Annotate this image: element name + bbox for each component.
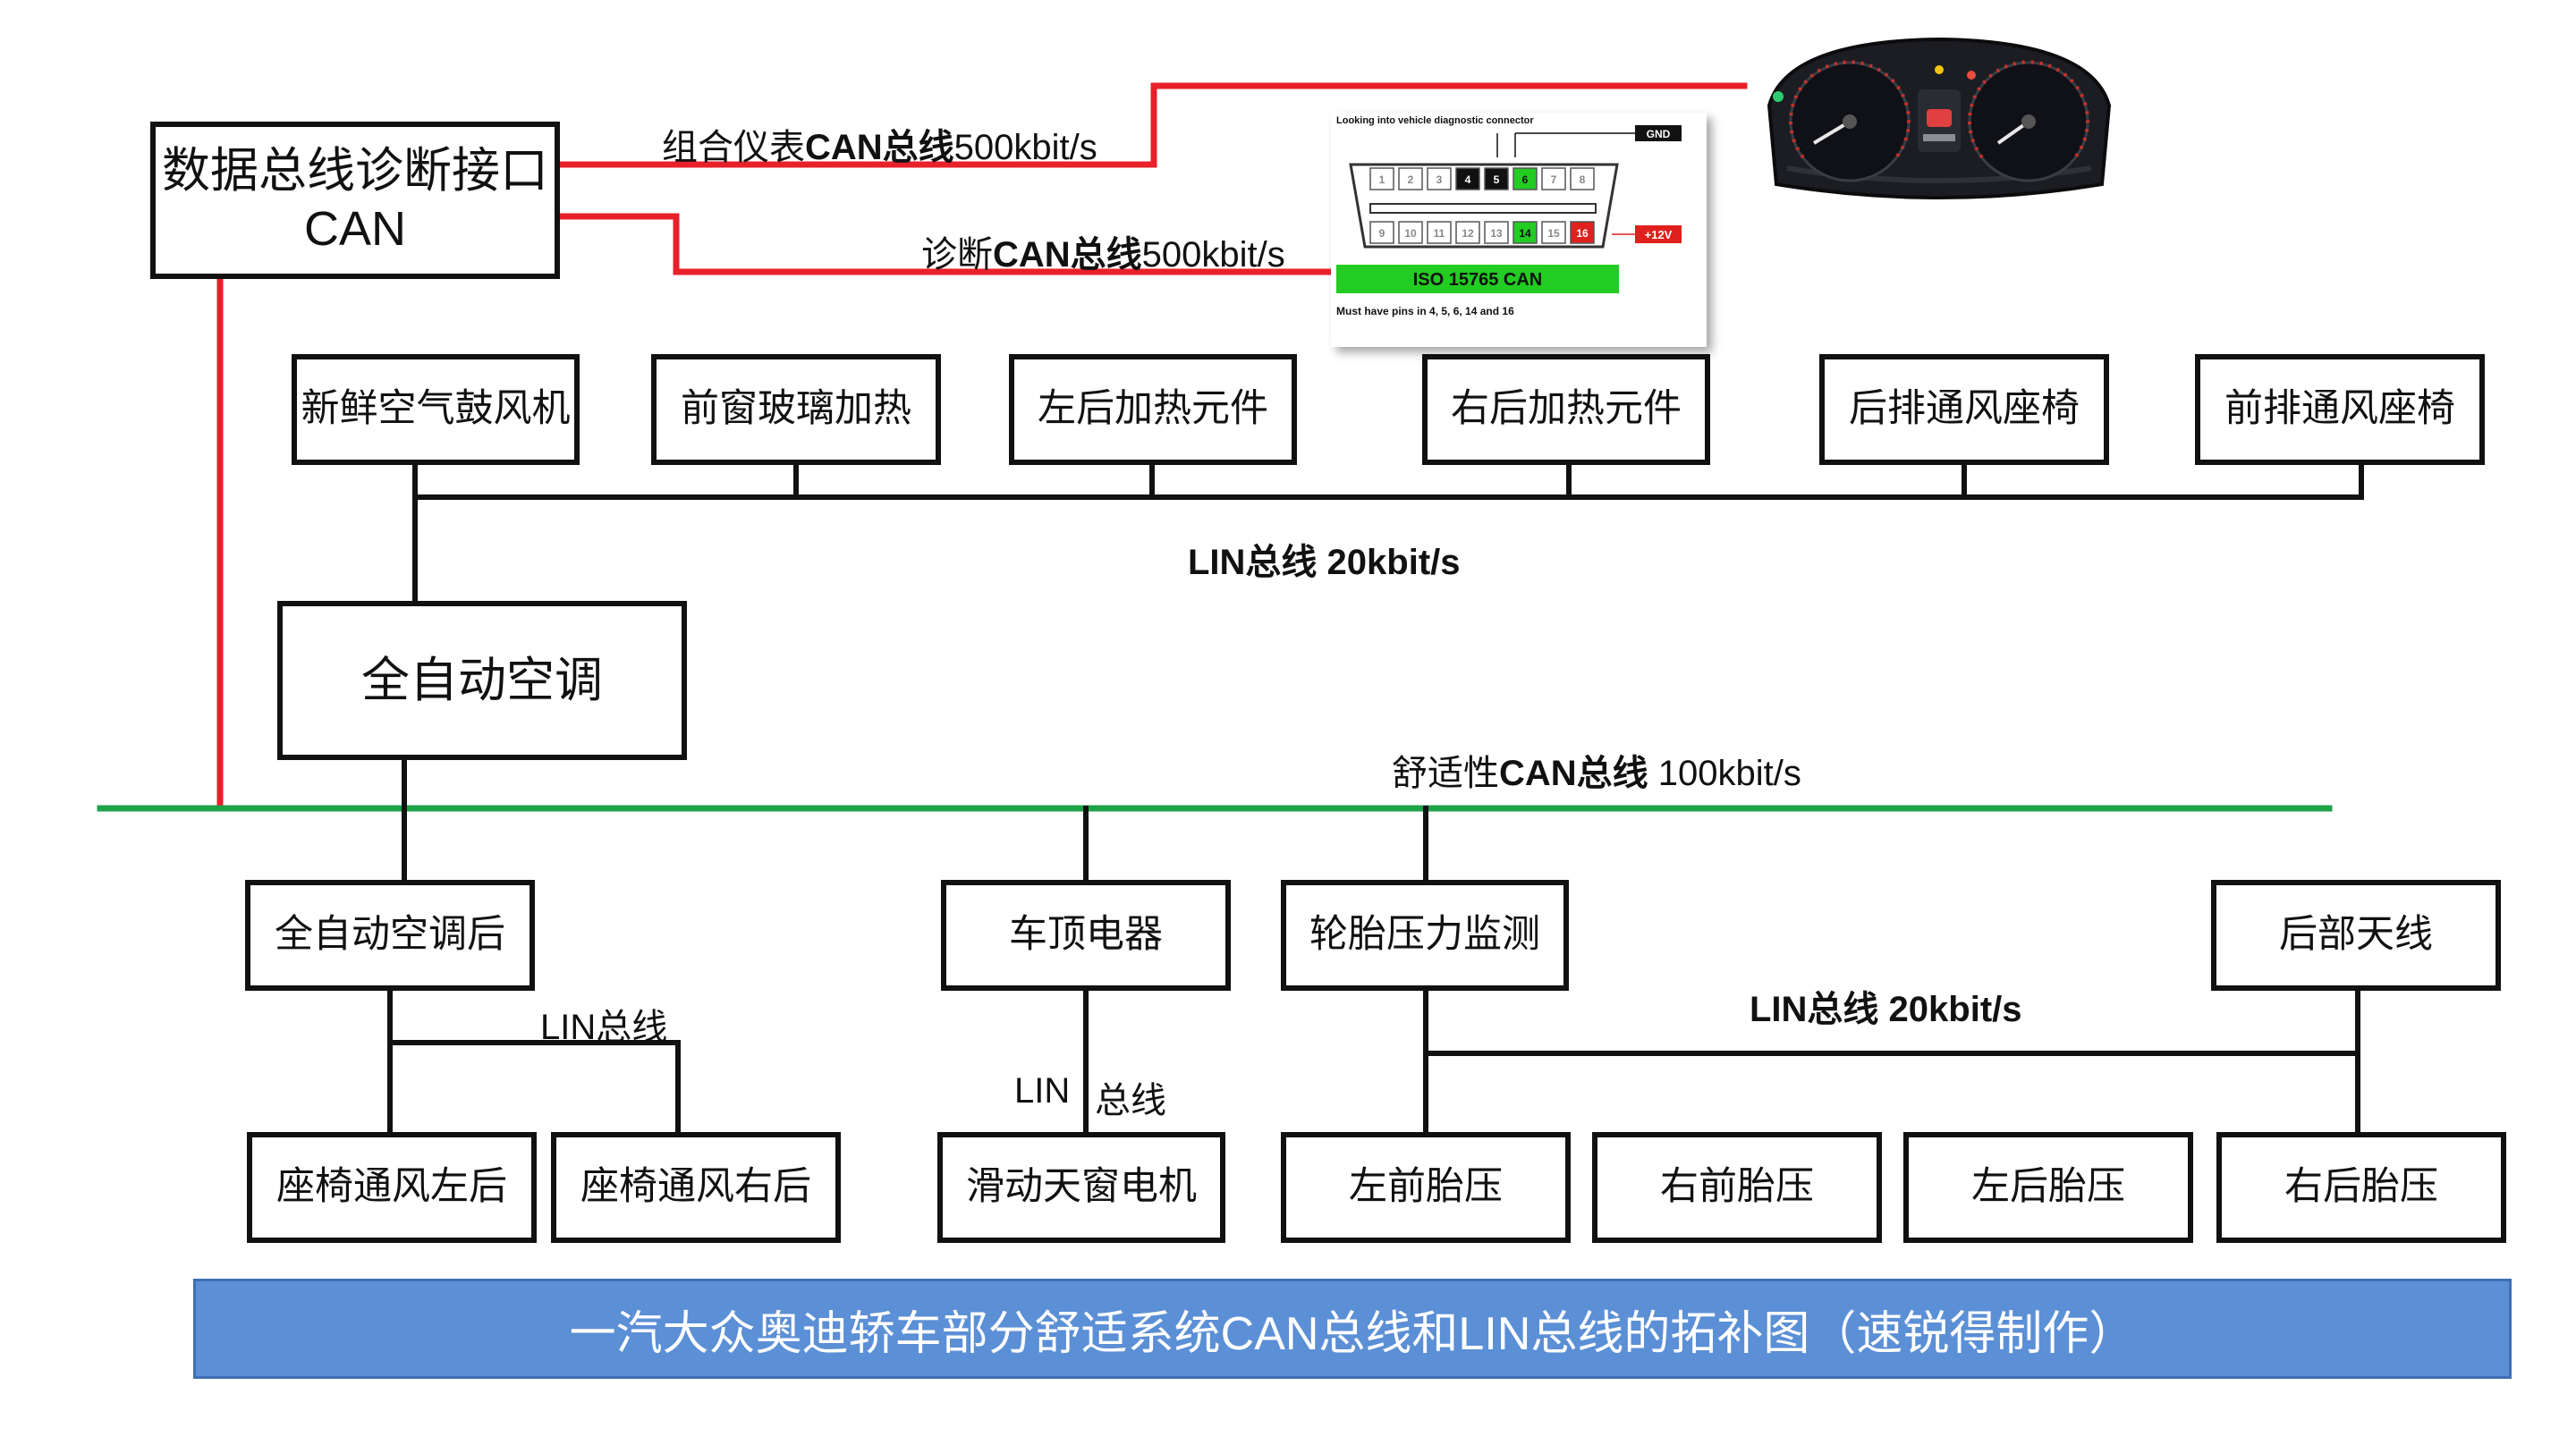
obd-pin-label-5: 5 xyxy=(1494,173,1500,186)
lin-roof-label-a: LIN xyxy=(1014,1071,1071,1111)
obd-pin-12 xyxy=(1455,221,1480,244)
obd-pin-label-15: 15 xyxy=(1547,227,1560,240)
obd-pin-15 xyxy=(1541,221,1566,244)
obd-pin-label-16: 16 xyxy=(1576,227,1589,240)
diag-can-bus-line xyxy=(556,213,1335,275)
module-sunroof-motor: 滑动天窗电机 xyxy=(937,1132,1225,1243)
module-tire-pressure-monitor: 轮胎压力监测 xyxy=(1281,880,1569,991)
obd-pin-5 xyxy=(1484,167,1509,190)
obd-pin-14 xyxy=(1513,221,1538,244)
obd-pin-label-8: 8 xyxy=(1580,173,1586,186)
module-tire-rear-right: 右后胎压 xyxy=(2216,1132,2506,1243)
obd-header: Looking into vehicle diagnostic connecto… xyxy=(1336,115,1534,126)
obd-pin-label-3: 3 xyxy=(1436,173,1443,186)
instrument-cluster-image xyxy=(1751,34,2127,222)
diagram-caption-banner: 一汽大众奥迪轿车部分舒适系统CAN总线和LIN总线的拓补图（速锐得制作） xyxy=(193,1279,2512,1379)
obd-pin-8 xyxy=(1570,167,1595,190)
obd-connector-diagram: Looking into vehicle diagnostic connecto… xyxy=(1331,113,1707,347)
module-fresh-air-blower: 新鲜空气鼓风机 xyxy=(292,354,580,465)
obd-pin-label-11: 11 xyxy=(1434,227,1445,240)
module-roof-electronics: 车顶电器 xyxy=(941,880,1231,991)
obd-bottom-pins: 9 10 11 12 13 14 15 16 xyxy=(1369,221,1595,244)
obd-pin-13 xyxy=(1484,221,1509,244)
obd-pin-9 xyxy=(1369,221,1394,244)
obd-pin-label-4: 4 xyxy=(1465,173,1471,186)
obd-note: Must have pins in 4, 5, 6, 14 and 16 xyxy=(1336,305,1514,317)
obd-pin-label-14: 14 xyxy=(1519,227,1531,240)
obd-pin-label-1: 1 xyxy=(1379,173,1385,186)
module-rear-climate: 全自动空调后 xyxy=(245,880,535,991)
obd-pin-3 xyxy=(1427,167,1452,190)
module-tire-front-right: 右前胎压 xyxy=(1592,1132,1882,1243)
module-climate-control: 全自动空调 xyxy=(277,601,687,760)
obd-pin-10 xyxy=(1398,221,1423,244)
obd-pin-label-10: 10 xyxy=(1404,227,1417,240)
lin-tire-label: LIN总线 20kbit/s xyxy=(1750,990,2022,1029)
obd-pin-label-2: 2 xyxy=(1408,173,1414,186)
obd-top-pins: 1 2 3 4 5 6 7 8 xyxy=(1369,167,1595,190)
module-rear-antenna: 后部天线 xyxy=(2211,880,2501,991)
obd-pin-label-6: 6 xyxy=(1522,173,1529,186)
cluster-can-bus-line xyxy=(556,82,1748,168)
module-front-ventilated-seat: 前排通风座椅 xyxy=(2195,354,2485,465)
gateway-box: 数据总线诊断接口 CAN xyxy=(150,122,560,279)
obd-pin-16 xyxy=(1570,221,1595,244)
obd-pin-4 xyxy=(1455,167,1480,190)
obd-pin-label-7: 7 xyxy=(1551,173,1557,186)
module-seat-vent-right-rear: 座椅通风右后 xyxy=(551,1132,841,1243)
cluster-can-label: 组合仪表CAN总线500kbit/s xyxy=(662,128,1097,167)
module-left-rear-heater: 左后加热元件 xyxy=(1009,354,1297,465)
module-tire-front-left: 左前胎压 xyxy=(1281,1132,1571,1243)
obd-pin-label-12: 12 xyxy=(1462,227,1474,240)
obd-pin-2 xyxy=(1398,167,1423,190)
lin-roof-label-b: 总线 xyxy=(1095,1081,1166,1120)
obd-pin-label-9: 9 xyxy=(1379,227,1385,240)
obd-pin-6 xyxy=(1513,167,1538,190)
module-tire-rear-left: 左后胎压 xyxy=(1903,1132,2193,1243)
gateway-subtitle: CAN xyxy=(303,202,406,256)
obd-standard: ISO 15765 CAN xyxy=(1413,270,1543,290)
gateway-title: 数据总线诊断接口 xyxy=(162,144,548,199)
module-seat-vent-left-rear: 座椅通风左后 xyxy=(247,1132,537,1243)
obd-12v-label: +12V xyxy=(1645,228,1673,241)
obd-pin-1 xyxy=(1369,167,1394,190)
module-windshield-heater: 前窗玻璃加热 xyxy=(651,354,941,465)
lin-rear-ac-label: LIN总线 xyxy=(540,1008,668,1047)
obd-pin-label-13: 13 xyxy=(1490,227,1503,240)
module-right-rear-heater: 右后加热元件 xyxy=(1422,354,1710,465)
lin-top-label: LIN总线 20kbit/s xyxy=(1188,543,1461,582)
obd-gnd-label: GND xyxy=(1647,128,1671,140)
obd-pin-7 xyxy=(1541,167,1566,190)
comfort-can-label: 舒适性CAN总线 100kbit/s xyxy=(1392,754,1801,793)
diag-can-label: 诊断CAN总线500kbit/s xyxy=(921,235,1285,275)
obd-pin-11 xyxy=(1427,221,1452,244)
module-rear-ventilated-seat: 后排通风座椅 xyxy=(1819,354,2109,465)
